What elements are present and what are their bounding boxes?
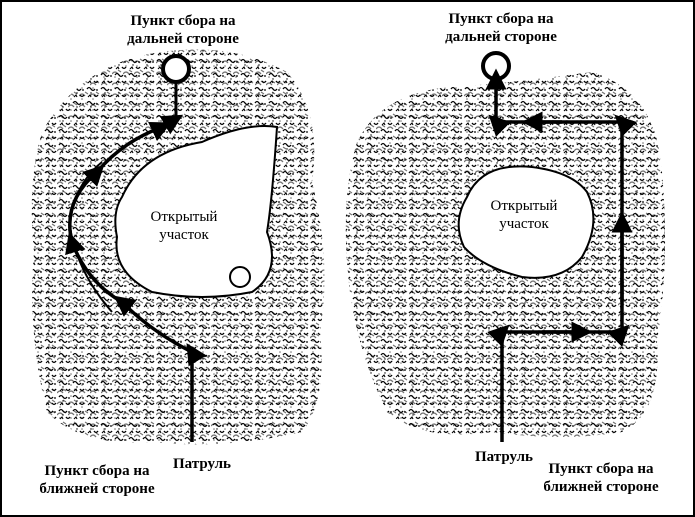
- left-open-area-label: Открытый участок: [150, 209, 218, 243]
- right-open-area-label: Открытый участок: [490, 198, 558, 232]
- right-near-rally-point-label: Пункт сбора на ближней стороне: [534, 460, 668, 496]
- left-far-rally-point-label: Пункт сбора на дальней стороне: [116, 12, 250, 48]
- left-patrol-flank: [68, 161, 113, 313]
- left-near-rally-point-label: Пункт сбора на ближней стороне: [30, 462, 164, 498]
- right-far-rally-point-marker: [481, 51, 511, 81]
- left-patrol-route: [65, 114, 207, 442]
- left-panel: [31, 49, 325, 445]
- left-far-rally-point-marker: [161, 54, 191, 84]
- right-far-rally-point-label: Пункт сбора на дальней стороне: [434, 10, 568, 46]
- left-bush: [229, 266, 251, 288]
- right-patrol-label: Патруль: [462, 448, 546, 466]
- right-panel: [345, 51, 666, 442]
- left-patrol-label: Патруль: [160, 455, 244, 473]
